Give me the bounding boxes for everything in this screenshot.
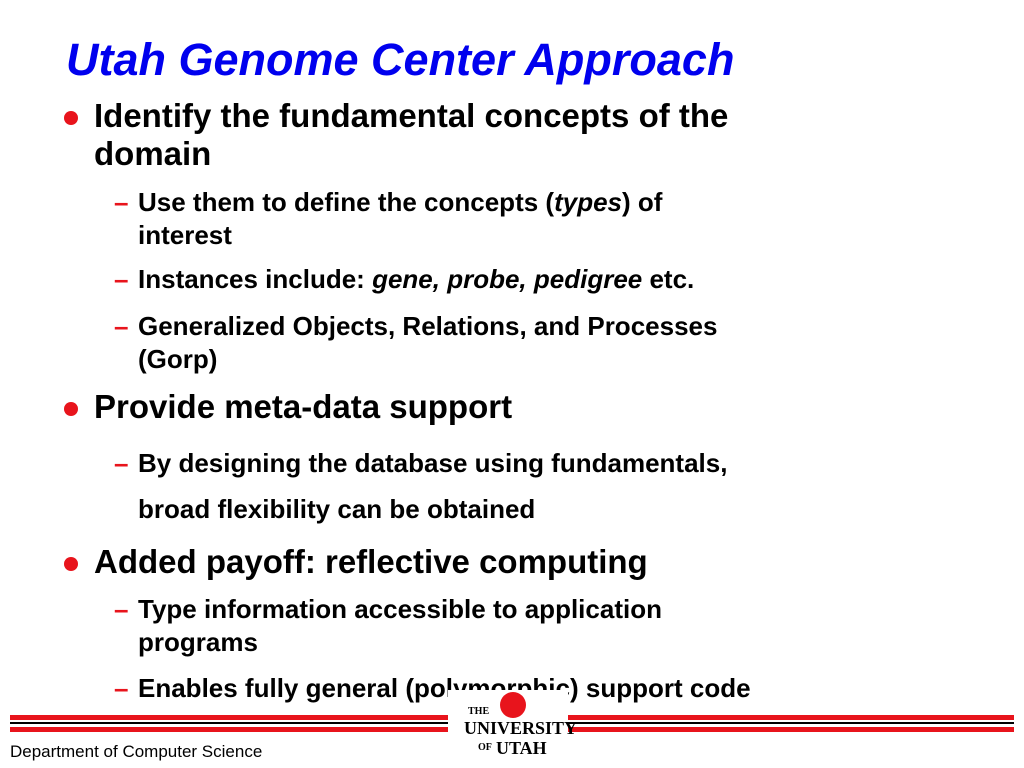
bullet-2-line-1: Provide meta-data support (94, 388, 513, 425)
logo-utah: UTAH (496, 738, 547, 758)
sub-2-1-line-2: broad flexibility can be obtained (138, 494, 536, 524)
footer-text: Department of Computer Science (10, 742, 263, 761)
dash-icon: – (114, 448, 129, 478)
sub-1-3-line-1: Generalized Objects, Relations, and Proc… (138, 311, 718, 341)
bullet-icon (64, 402, 78, 416)
sub-2-1-line-1: By designing the database using fundamen… (138, 448, 728, 478)
bullet-1-line-1: Identify the fundamental concepts of the (94, 97, 729, 134)
bullet-icon (64, 557, 78, 571)
dash-icon: – (114, 187, 129, 217)
bullet-3-line-1: Added payoff: reflective computing (94, 543, 648, 580)
sub-3-1-line-2: programs (138, 627, 258, 657)
sub-1-1-line-1: Use them to define the concepts (types) … (138, 187, 663, 217)
university-of-utah-logo: THE UNIVERSITY OF UTAH (448, 690, 577, 762)
sub-3-1-line-1: Type information accessible to applicati… (138, 594, 662, 624)
sub-1-1-line-2: interest (138, 220, 232, 250)
sub-1-2-line-1: Instances include: gene, probe, pedigree… (138, 264, 695, 294)
sub-1-3-line-2: (Gorp) (138, 344, 218, 374)
logo-the: THE (468, 706, 490, 717)
dash-icon: – (114, 311, 129, 341)
dash-icon: – (114, 594, 129, 624)
bullet-1-line-2: domain (94, 135, 212, 172)
sub-3-2-line-1: Enables fully general (polymorphic) supp… (138, 673, 751, 703)
logo-of: OF (478, 742, 492, 753)
utah-u-icon (500, 692, 526, 718)
dash-icon: – (114, 264, 129, 294)
dash-icon: – (114, 673, 129, 703)
slide-title: Utah Genome Center Approach (66, 34, 735, 85)
bullet-icon (64, 111, 78, 125)
logo-university: UNIVERSITY (464, 718, 578, 738)
